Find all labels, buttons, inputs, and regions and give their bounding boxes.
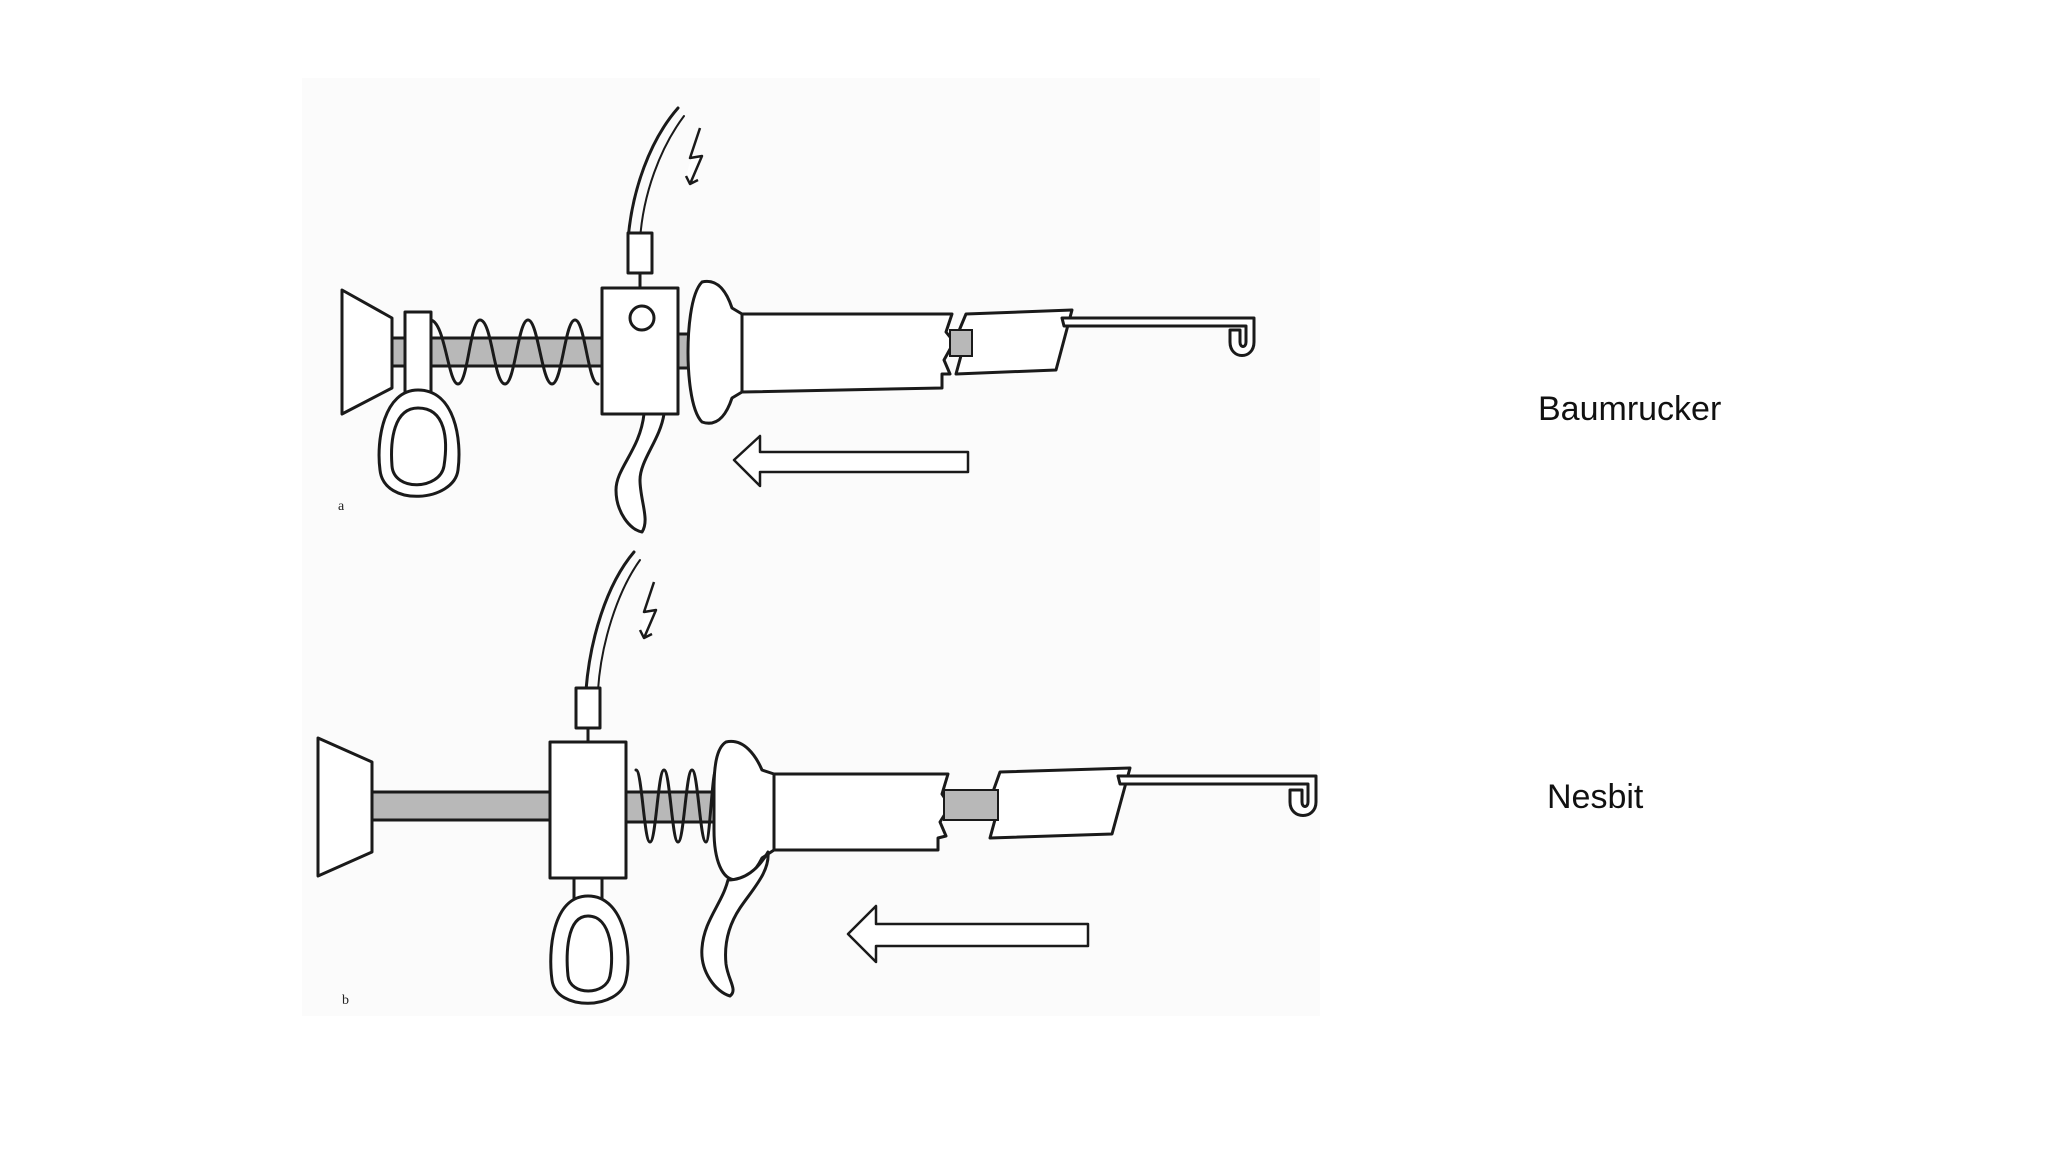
figure-b-letter: b <box>342 993 349 1008</box>
sheath-tip-b <box>988 766 1132 840</box>
screw-a <box>628 304 656 332</box>
eyepiece-b <box>316 736 374 878</box>
sheath-tip-a <box>954 308 1074 376</box>
caption-baumrucker: Baumrucker <box>1538 390 1722 428</box>
finger-grip-a <box>614 412 666 534</box>
telescope-shaft-b <box>370 790 552 822</box>
cable-b-inner <box>597 559 641 691</box>
figure-a-instrument: a <box>338 106 1256 534</box>
cable-a-inner <box>639 115 685 241</box>
sheath-b <box>772 772 952 852</box>
direction-arrow-icon <box>846 904 1090 964</box>
spring-a <box>428 318 600 386</box>
cable-b <box>584 550 636 692</box>
cable-a <box>626 106 680 242</box>
spring-b <box>634 768 718 844</box>
figure-a-letter: a <box>338 499 345 514</box>
direction-arrow-icon <box>732 434 970 488</box>
thumb-ring-mount-a <box>403 310 433 398</box>
electrode-loop-a <box>1060 316 1256 357</box>
figure-b-instrument: b <box>316 550 1318 1008</box>
eyepiece-a <box>340 288 394 416</box>
caption-nesbit: Nesbit <box>1547 778 1644 816</box>
illustration-panel <box>302 78 1320 1016</box>
working-element-b <box>548 740 628 880</box>
sheath-bell-a <box>686 279 744 425</box>
lightning-bolt-icon <box>684 127 704 186</box>
sheath-a <box>740 312 956 394</box>
lightning-bolt-icon <box>638 581 658 640</box>
connector-b <box>574 686 602 730</box>
electrode-loop-b <box>1116 774 1318 817</box>
finger-grip-b <box>700 850 770 998</box>
connector-a <box>626 231 654 275</box>
